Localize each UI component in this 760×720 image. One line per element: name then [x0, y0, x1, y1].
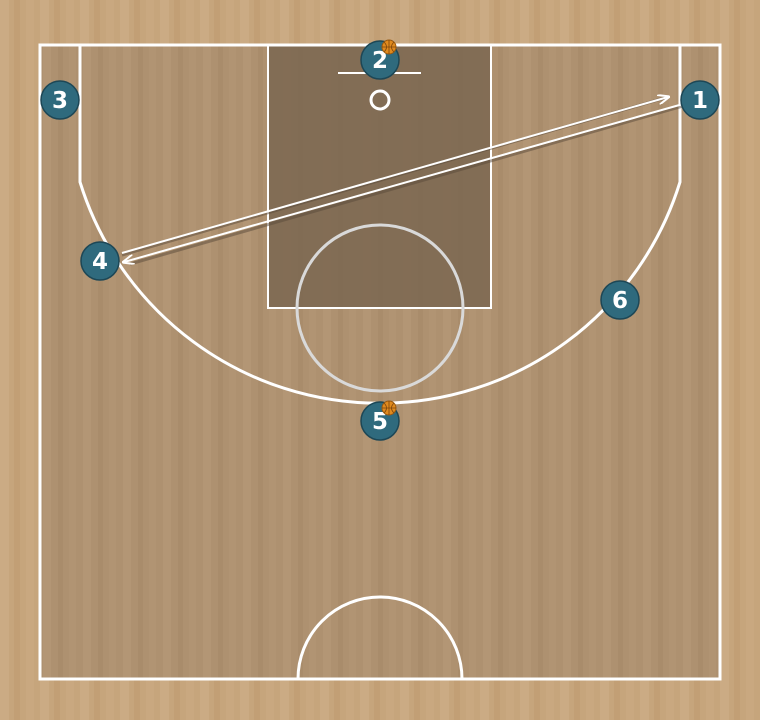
- player-label: 6: [612, 288, 628, 314]
- player-label: 1: [692, 88, 708, 114]
- center-circle: [296, 595, 464, 680]
- player-marker: [680, 80, 720, 120]
- player-marker: [600, 280, 640, 320]
- player-2[interactable]: 2: [360, 39, 400, 80]
- rim: [369, 89, 391, 111]
- paint-area: [268, 45, 491, 308]
- actions-layer: [121, 97, 684, 266]
- pass-line-1-to-4: [129, 104, 684, 266]
- player-6[interactable]: 6: [600, 280, 640, 320]
- basketball-icon: [381, 39, 397, 55]
- player-3[interactable]: 3: [40, 80, 80, 120]
- player-4[interactable]: 4: [80, 241, 120, 281]
- basketball-icon: [381, 400, 397, 416]
- player-1[interactable]: 1: [680, 80, 720, 120]
- player-label: 4: [92, 249, 108, 275]
- player-5[interactable]: 5: [360, 400, 400, 441]
- player-marker: [80, 241, 120, 281]
- pass-line-4-to-1: [121, 97, 668, 254]
- pass-line-1-to-4: [124, 103, 684, 262]
- player-label: 2: [372, 48, 388, 74]
- free-throw-circle: [295, 223, 465, 393]
- player-label: 3: [52, 88, 68, 114]
- player-label: 5: [372, 409, 388, 435]
- player-marker: [40, 80, 80, 120]
